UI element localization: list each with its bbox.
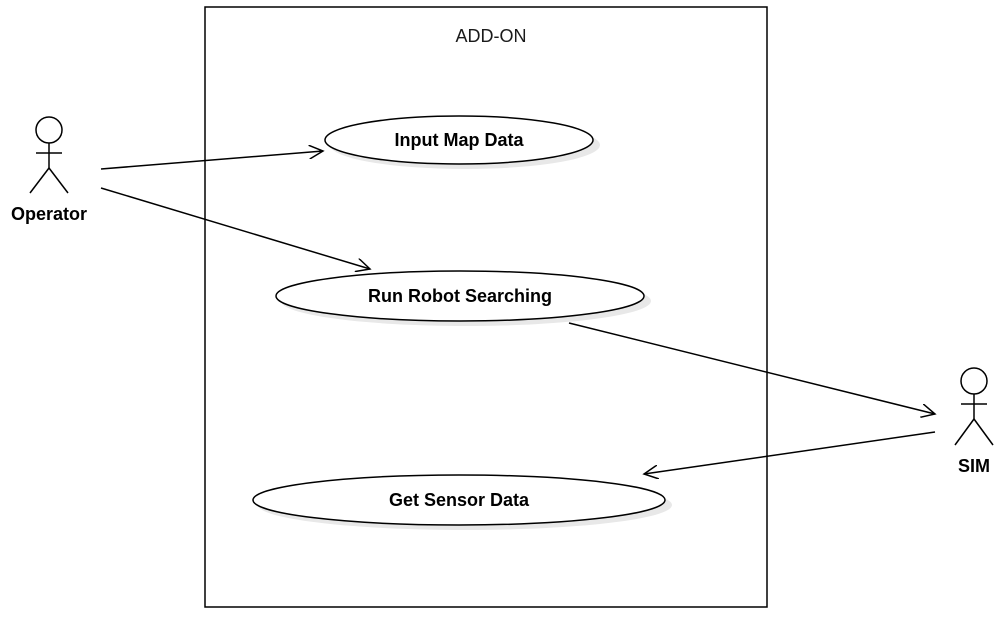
- stick-figure-icon: [954, 367, 994, 446]
- use-case-input-map-data[interactable]: Input Map Data: [324, 115, 600, 169]
- actor-sim[interactable]: SIM: [954, 367, 994, 476]
- use-case-label: Input Map Data: [395, 130, 525, 150]
- use-case-label: Get Sensor Data: [389, 490, 530, 510]
- actor-operator[interactable]: Operator: [11, 116, 87, 224]
- system-boundary-title: ADD-ON: [456, 26, 527, 46]
- use-case-get-sensor-data[interactable]: Get Sensor Data: [252, 474, 672, 530]
- association-run-robot-searching-sim: [568, 322, 935, 414]
- actor-label: Operator: [11, 204, 87, 224]
- use-case-run-robot-searching[interactable]: Run Robot Searching: [275, 270, 651, 326]
- association-operator-run-robot-searching: [100, 187, 370, 269]
- association-sim-get-sensor-data: [644, 431, 936, 474]
- association-operator-input-map-data: [100, 151, 323, 170]
- associations: [100, 151, 936, 474]
- use-case-label: Run Robot Searching: [368, 286, 552, 306]
- stick-figure-icon: [29, 116, 69, 194]
- actor-label: SIM: [958, 456, 990, 476]
